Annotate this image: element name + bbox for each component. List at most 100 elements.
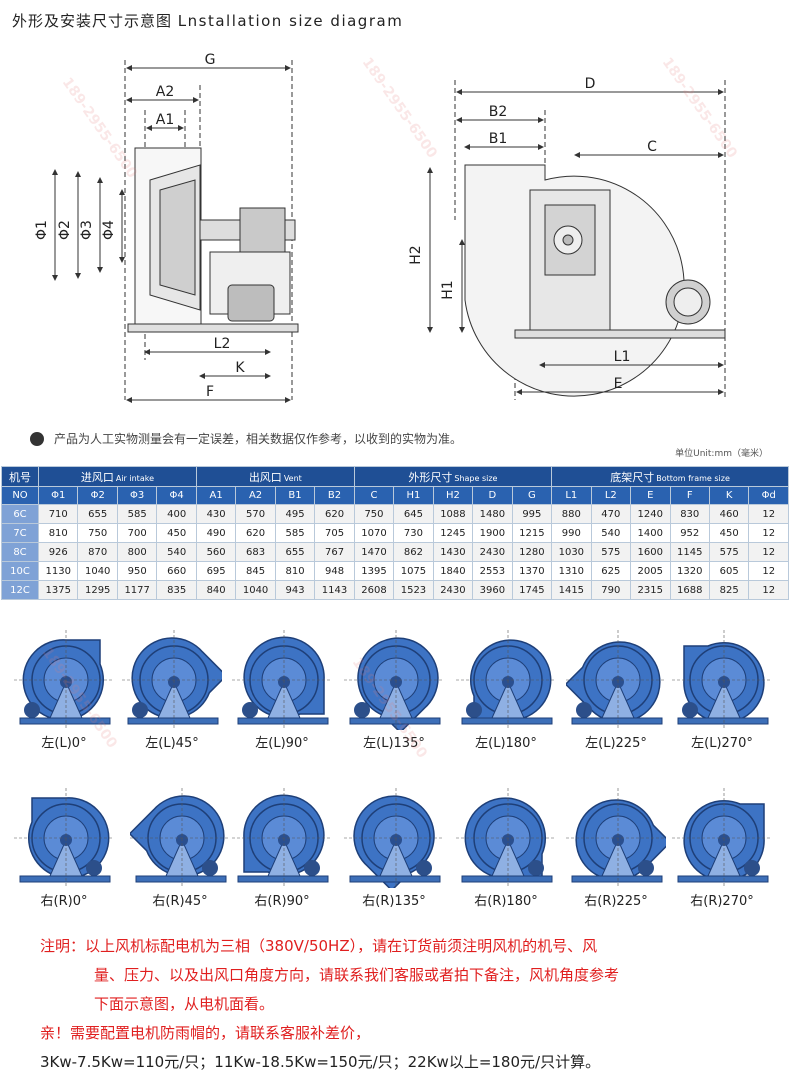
table-cell: 810 <box>274 561 316 581</box>
table-cell: 2430 <box>472 542 513 562</box>
front-view-drawing <box>427 80 726 400</box>
fan-orientation-icon <box>456 630 556 730</box>
model-cell: 12C <box>1 580 39 600</box>
dim-label-G: G <box>205 52 216 68</box>
dim-label-phi4: Φ4 <box>101 220 117 240</box>
column-header: H1 <box>393 486 434 505</box>
column-header: F <box>669 486 710 505</box>
dim-label-C: C <box>647 139 657 155</box>
table-cell: 870 <box>77 542 118 562</box>
dim-label-phi1: Φ1 <box>34 220 50 240</box>
fan-orientation-label: 右(R)0° <box>40 894 88 909</box>
fan-orientation-item: 左(L)135° <box>344 630 444 751</box>
fan-orientation-label: 右(R)135° <box>362 894 426 909</box>
fan-orientation-label: 左(L)90° <box>255 736 309 751</box>
table-cell: 1430 <box>432 542 474 562</box>
model-cell: 7C <box>1 523 39 543</box>
fan-orientation-label: 右(R)225° <box>584 894 648 909</box>
fan-orientation-item: 右(R)225° <box>566 788 666 909</box>
column-header: A1 <box>195 486 237 505</box>
table-cell: 2553 <box>472 561 513 581</box>
dim-label-K: K <box>235 360 245 376</box>
dim-label-H1: H1 <box>440 280 456 299</box>
table-cell: 625 <box>590 561 632 581</box>
table-cell: 1320 <box>669 561 710 581</box>
column-header: A2 <box>235 486 276 505</box>
table-cell: 825 <box>708 580 750 600</box>
column-header: K <box>708 486 750 505</box>
fan-orientation-icon <box>456 788 556 888</box>
fan-orientation-label: 左(L)180° <box>475 736 537 751</box>
side-view-drawing <box>52 60 299 403</box>
table-cell: 620 <box>314 504 355 524</box>
table-cell: 683 <box>235 542 276 562</box>
table-cell: 660 <box>156 561 197 581</box>
column-header: Φ3 <box>116 486 158 505</box>
table-cell: 1145 <box>669 542 710 562</box>
note-line-3: 下面示意图，从电机面看。 <box>94 995 275 1013</box>
table-cell: 540 <box>156 542 197 562</box>
table-cell: 655 <box>77 504 118 524</box>
table-cell: 830 <box>669 504 710 524</box>
table-cell: 3960 <box>472 580 513 600</box>
table-cell: 585 <box>274 523 316 543</box>
dim-label-D: D <box>585 76 596 92</box>
table-cell: 450 <box>708 523 750 543</box>
fan-orientation-item: 左(L)180° <box>456 630 556 751</box>
column-header: B2 <box>314 486 355 505</box>
table-cell: 730 <box>393 523 434 543</box>
fan-orientation-item: 右(R)90° <box>232 788 332 909</box>
table-cell: 1088 <box>432 504 474 524</box>
fan-orientation-icon <box>14 788 114 888</box>
fan-orientation-item: 左(L)90° <box>232 630 332 751</box>
table-cell: 1295 <box>77 580 118 600</box>
fan-orientation-item: 右(R)180° <box>456 788 556 909</box>
dim-label-F: F <box>206 384 214 400</box>
fan-orientation-item: 左(L)225° <box>566 630 666 751</box>
table-cell: 12 <box>748 561 789 581</box>
table-cell: 767 <box>314 542 355 562</box>
table-cell: 926 <box>37 542 79 562</box>
table-cell: 490 <box>195 523 237 543</box>
table-cell: 1245 <box>432 523 474 543</box>
fan-orientation-label: 左(L)135° <box>363 736 425 751</box>
table-cell: 700 <box>116 523 158 543</box>
table-cell: 790 <box>590 580 632 600</box>
title-cn: 外形及安装尺寸示意图 <box>12 12 173 30</box>
dim-label-A1: A1 <box>156 112 174 128</box>
table-cell: 1688 <box>669 580 710 600</box>
fan-orientation-label: 左(L)225° <box>585 736 647 751</box>
table-cell: 1480 <box>472 504 513 524</box>
table-cell: 450 <box>156 523 197 543</box>
table-cell: 750 <box>77 523 118 543</box>
fan-orientation-label: 右(R)180° <box>474 894 538 909</box>
table-cell: 943 <box>274 580 316 600</box>
table-cell: 12 <box>748 580 789 600</box>
table-cell: 1075 <box>393 561 434 581</box>
table-cell: 1030 <box>551 542 592 562</box>
front-view-labels: D B2 B1 C H2 H1 L1 E <box>408 76 657 392</box>
table-cell: 1600 <box>630 542 671 562</box>
table-cell: 655 <box>274 542 316 562</box>
table-cell: 12 <box>748 542 789 562</box>
table-cell: 948 <box>314 561 355 581</box>
side-view-labels: G A2 A1 Φ1 Φ2 Φ3 Φ4 L2 K F <box>34 52 245 400</box>
table-cell: 1900 <box>472 523 513 543</box>
table-cell: 1143 <box>314 580 355 600</box>
table-cell: 695 <box>195 561 237 581</box>
fan-orientation-icon <box>14 630 114 730</box>
fan-orientation-item: 左(L)0° <box>14 630 114 751</box>
table-cell: 950 <box>116 561 158 581</box>
fan-orientation-icon <box>566 630 666 730</box>
table-cell: 862 <box>393 542 434 562</box>
table-cell: 2430 <box>432 580 474 600</box>
table-cell: 1395 <box>353 561 395 581</box>
note-line-5: 3Kw-7.5Kw=110元/只；11Kw-18.5Kw=150元/只；22Kw… <box>40 1053 601 1071</box>
fan-orientation-icon <box>672 788 772 888</box>
dim-label-L2: L2 <box>214 336 231 352</box>
table-cell: 605 <box>708 561 750 581</box>
table-cell: 1375 <box>37 580 79 600</box>
